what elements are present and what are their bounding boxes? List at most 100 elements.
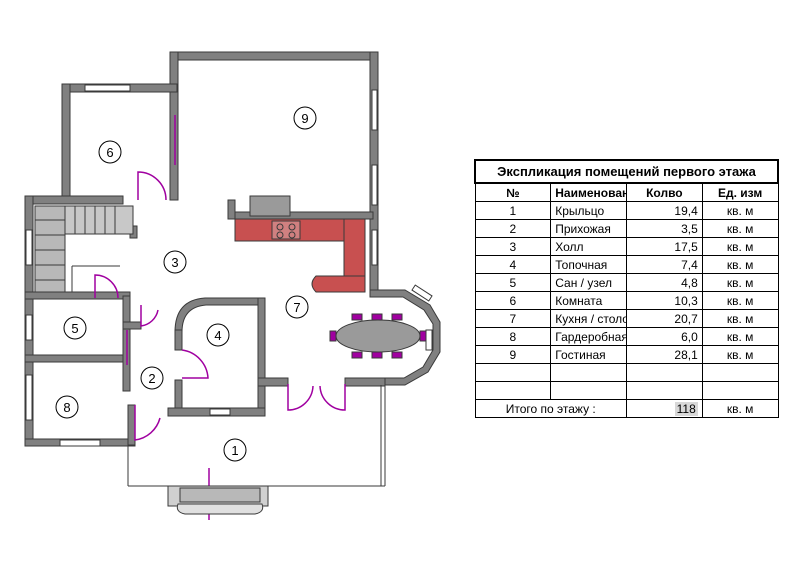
header-qty: Колво [626,182,703,202]
room-label-6: 6 [98,140,122,164]
wall [127,404,136,446]
table-row: 3 Холл 17,5 кв. м [474,237,779,256]
wall [227,199,236,220]
header-row: № Наименование Колво Ед. изм [474,182,779,202]
row-unit: кв. м [701,291,779,310]
wall [169,51,379,61]
table-row: 1 Крыльцо 19,4 кв. м [474,201,779,220]
door-swing-icon [287,384,314,411]
header-unit: Ед. изм [701,182,779,202]
header-num: № [474,182,552,202]
row-qty: 17,5 [626,237,703,256]
row-name: Холл [550,237,627,256]
room-labels: 1 2 3 4 5 6 7 8 [55,106,317,462]
room-number: 9 [301,111,308,126]
room-label-9: 9 [293,106,317,130]
door-swing-icon [140,305,159,327]
wall [24,354,131,363]
window-icon [84,84,131,92]
row-qty: 4,8 [626,273,703,292]
table-row: 6 Комната 10,3 кв. м [474,291,779,310]
door-swing-icon [137,171,167,201]
table-row: 7 Кухня / столовая 20,7 кв. м [474,309,779,328]
row-name: Гардеробная [550,327,627,346]
table-row-empty [474,381,779,400]
table-row: 9 Гостиная 28,1 кв. м [474,345,779,364]
window-icon [25,314,33,341]
row-qty: 6,0 [626,327,703,346]
row-num: 9 [474,345,552,364]
table-title: Экспликация помещений первого этажа [474,159,779,184]
room-number: 7 [293,300,300,315]
room-label-4: 4 [206,323,230,347]
wall [169,51,179,201]
window-icon [371,164,378,206]
wall [24,291,131,300]
door-swing-icon [181,349,209,379]
row-unit: кв. м [701,201,779,220]
row-qty: 3,5 [626,219,703,238]
explication-table: Экспликация помещений первого этажа № На… [474,159,779,418]
windows [25,84,433,447]
row-num: 6 [474,291,552,310]
wall [24,195,124,205]
door-swing-icon [134,405,161,441]
dining-table-icon [329,313,427,359]
room-number: 1 [231,443,238,458]
row-unit: кв. м [701,345,779,364]
row-qty: 10,3 [626,291,703,310]
total-label: Итого по этажу : [474,399,627,418]
wall [174,329,183,351]
table-row: 5 Сан / узел 4,8 кв. м [474,273,779,292]
row-num: 4 [474,255,552,274]
room-label-8: 8 [55,395,79,419]
total-unit: кв. м [701,399,779,418]
window-icon [371,89,378,131]
wall [257,377,289,387]
room-number: 4 [214,328,221,343]
kitchen-counter-icon [234,195,366,293]
window-icon [209,408,231,416]
row-qty: 19,4 [626,201,703,220]
doors [94,115,346,520]
row-num: 1 [474,201,552,220]
window-icon [25,374,33,421]
table-row: 4 Топочная 7,4 кв. м [474,255,779,274]
table-row: 2 Прихожая 3,5 кв. м [474,219,779,238]
row-unit: кв. м [701,237,779,256]
door-swing-icon [319,384,346,411]
total-value-cell: 118 [626,399,703,418]
row-num: 7 [474,309,552,328]
door-swing-icon [94,274,119,299]
window-icon [411,284,433,302]
wall [61,83,71,203]
row-name: Гостиная [550,345,627,364]
row-name: Прихожая [550,219,627,238]
room-label-1: 1 [223,438,247,462]
room-label-2: 2 [140,366,164,390]
porch [127,385,386,515]
room-number: 3 [171,255,178,270]
wall [344,377,386,387]
row-num: 2 [474,219,552,238]
walls [24,51,441,447]
room-label-5: 5 [63,316,87,340]
wall [122,321,142,330]
row-qty: 20,7 [626,309,703,328]
window-icon [59,439,101,447]
row-name: Комната [550,291,627,310]
room-number: 6 [106,145,113,160]
row-qty: 7,4 [626,255,703,274]
row-name: Топочная [550,255,627,274]
row-qty: 28,1 [626,345,703,364]
header-name: Наименование [550,182,627,202]
row-unit: кв. м [701,255,779,274]
total-row: Итого по этажу : 118 кв. м [474,399,779,418]
room-number: 2 [148,371,155,386]
wall [257,297,266,417]
row-name: Кухня / столовая [550,309,627,328]
total-value: 118 [674,401,698,416]
table-row-empty [474,363,779,382]
window-icon [25,229,33,266]
row-name: Сан / узел [550,273,627,292]
